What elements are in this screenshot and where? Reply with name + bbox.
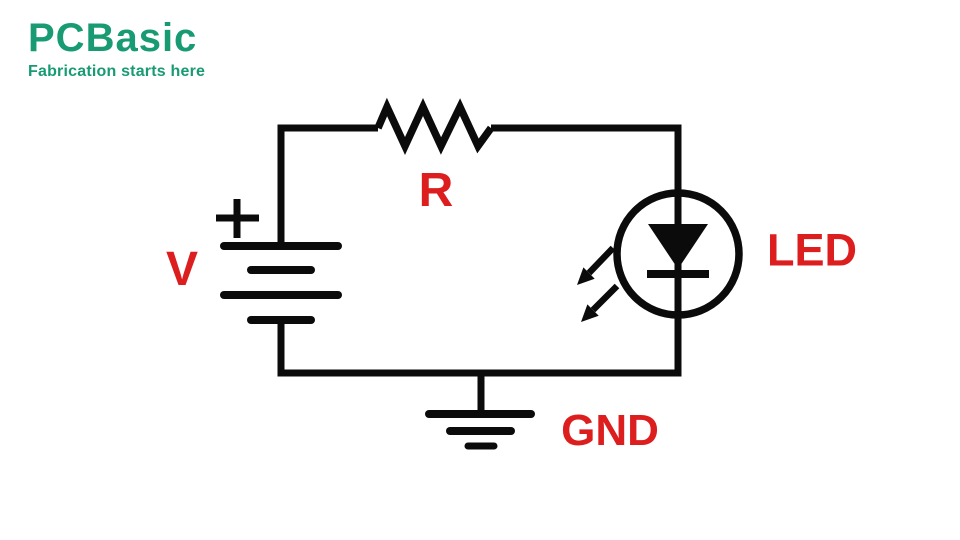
wire-top-right-and-right xyxy=(491,124,682,377)
battery-symbol xyxy=(220,242,342,324)
light-arrow-2 xyxy=(581,283,620,322)
wire-bottom-and-left xyxy=(277,320,682,377)
brand-logo: PCBasic Fabrication starts here xyxy=(28,18,205,80)
led-label: LED xyxy=(767,224,857,276)
led-triangle xyxy=(648,224,708,269)
led-circle xyxy=(613,189,743,319)
ground-symbol xyxy=(425,370,535,450)
light-arrow-1 xyxy=(577,245,616,285)
resistor-symbol xyxy=(374,97,495,155)
brand-name: PCBasic xyxy=(28,16,198,60)
plus-sign-icon xyxy=(216,199,259,238)
ground-label: GND xyxy=(561,406,659,455)
led-light-arrows xyxy=(577,245,620,322)
wire-left-top xyxy=(277,124,378,246)
brand-tagline: Fabrication starts here xyxy=(28,63,206,80)
voltage-label: V xyxy=(165,243,199,296)
resistor-label: R xyxy=(418,164,454,217)
